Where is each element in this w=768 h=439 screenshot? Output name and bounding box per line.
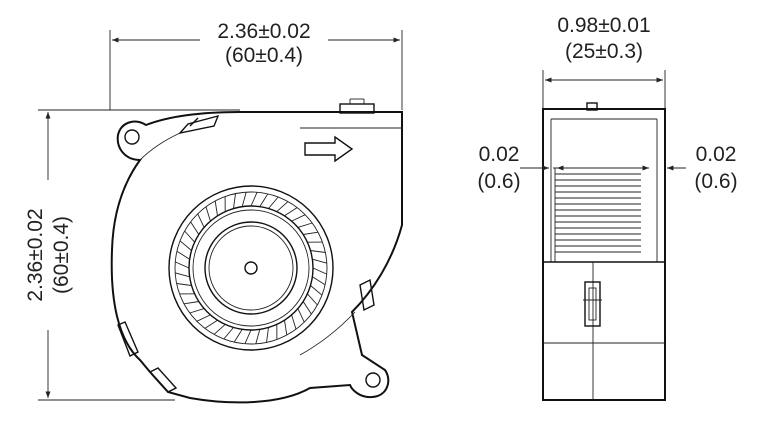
front-width-inch-label: 2.36±0.02	[217, 20, 310, 43]
impeller-blade	[284, 207, 298, 217]
right-gap-mm-label: (0.6)	[694, 170, 737, 193]
airflow-arrow-icon	[304, 135, 354, 163]
right-gap-inch-label: 0.02	[696, 143, 737, 166]
side-depth-mm-label: (25±0.3)	[565, 40, 643, 63]
impeller-blade	[312, 258, 328, 264]
impeller-blade	[197, 213, 205, 228]
side-body-outline	[542, 108, 666, 401]
left-gap-inch-label: 0.02	[479, 143, 520, 166]
impeller-blade	[268, 196, 279, 209]
impeller-blade	[244, 329, 252, 344]
impeller-blade	[250, 192, 258, 207]
mounting-hole-bottom-right	[365, 372, 381, 388]
front-width-dimension: 2.36±0.02 (60±0.4)	[109, 20, 403, 110]
impeller-blade	[259, 193, 269, 207]
impeller-blade	[312, 267, 327, 275]
impeller-blade	[302, 301, 312, 315]
impeller-blade	[255, 329, 261, 345]
front-width-mm-label: (60±0.4)	[225, 44, 303, 67]
impeller	[168, 185, 334, 351]
front-view: 2.36±0.02 (60±0.4) 2.36±0.02 (60±0.4)	[24, 20, 403, 404]
impeller-blade	[214, 200, 218, 216]
impeller-blade	[183, 301, 199, 305]
impeller-blade	[176, 250, 190, 260]
impeller-blade	[284, 320, 288, 336]
side-depth-dimension: 0.98±0.01 (25±0.3)	[542, 14, 666, 108]
mounting-hole-top-left	[124, 129, 140, 145]
front-height-inch-label: 2.36±0.02	[24, 208, 47, 301]
side-top-nub	[586, 102, 598, 111]
housing-top-tab	[339, 103, 375, 114]
connector-clip	[584, 281, 601, 327]
impeller-blade	[174, 272, 190, 278]
impeller-blade	[204, 319, 218, 329]
impeller-blade	[190, 221, 200, 235]
impeller-blade	[196, 314, 211, 322]
impeller-blade	[312, 276, 326, 286]
impeller-blade	[303, 231, 319, 235]
impeller-blade	[310, 285, 323, 296]
impeller-blade	[184, 230, 195, 243]
impeller-blade	[291, 214, 306, 222]
impeller-blade	[175, 261, 190, 269]
side-right-gap-dimension: 0.02 (0.6)	[622, 143, 738, 193]
side-depth-inch-label: 0.98±0.01	[557, 14, 650, 37]
impeller-blade	[291, 314, 297, 330]
impeller-blade	[223, 327, 234, 340]
impeller-blade	[310, 250, 326, 253]
fan-housing-outline	[110, 111, 403, 404]
front-height-dimension: 2.36±0.02 (60±0.4)	[24, 109, 240, 401]
impeller-blade	[297, 308, 305, 323]
impeller-blade	[307, 293, 318, 306]
impeller-blade	[213, 324, 226, 335]
impeller-blade	[241, 191, 247, 207]
impeller-blade	[233, 329, 243, 343]
impeller-blade	[233, 193, 236, 209]
outlet-grille	[555, 173, 641, 253]
impeller-blade	[276, 201, 289, 212]
hub-center-hole	[244, 261, 258, 275]
front-height-mm-label: (60±0.4)	[50, 216, 73, 294]
impeller-blade	[297, 222, 313, 228]
impeller-blade	[205, 206, 211, 222]
impeller-blade	[176, 283, 192, 286]
impeller-blade	[189, 308, 205, 314]
left-gap-mm-label: (0.6)	[477, 170, 520, 193]
side-view: 0.98±0.01 (25±0.3) 0.02 (0.6)	[477, 14, 738, 401]
side-left-gap-dimension: 0.02 (0.6)	[477, 143, 580, 193]
impeller-blade	[179, 240, 192, 251]
impeller-blade	[266, 327, 269, 343]
